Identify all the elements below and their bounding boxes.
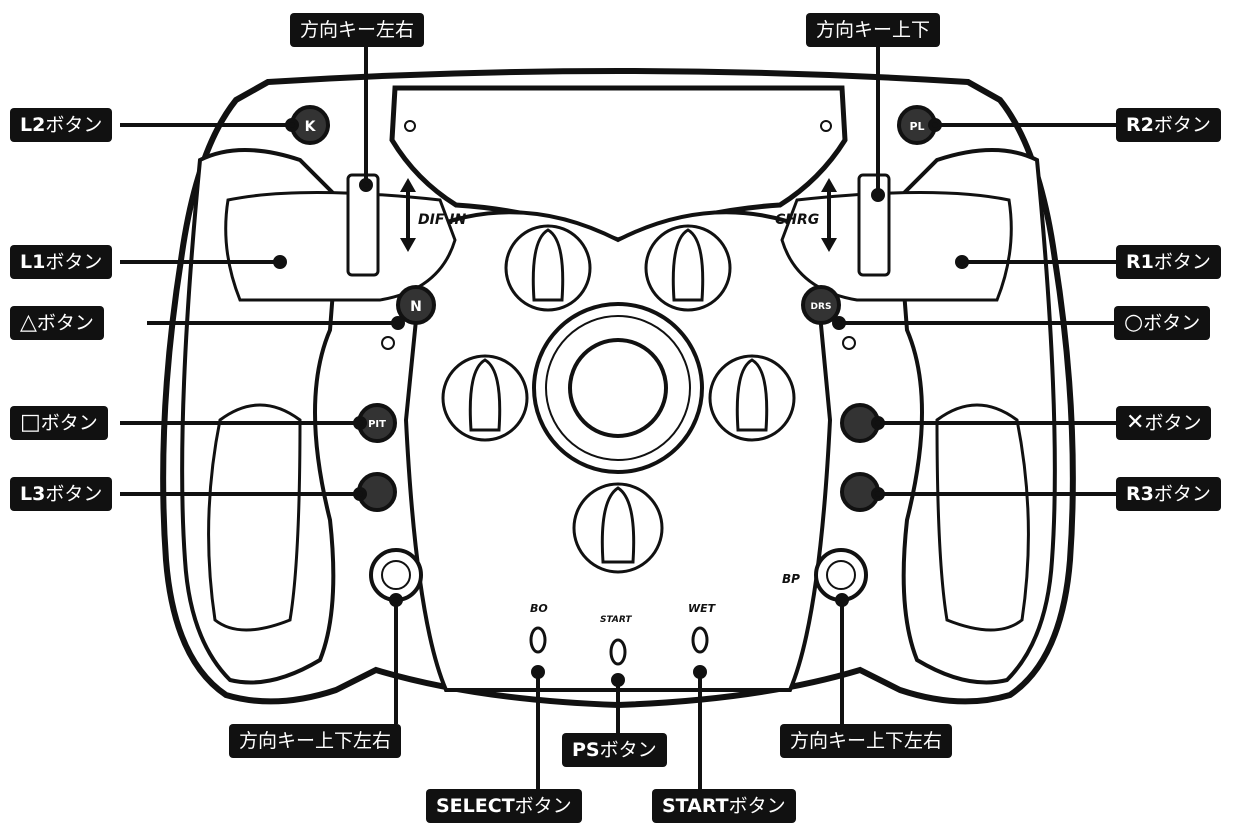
paddle-right-text: CHRG (775, 212, 819, 228)
button-n-text: N (410, 299, 422, 315)
label-l3-button: L3ボタン (10, 477, 113, 511)
bp-text: BP (782, 572, 800, 586)
rotary-knobs (441, 224, 796, 574)
cross-icon: ✕ (1126, 410, 1145, 435)
label-triangle-button: △ボタン (10, 306, 104, 340)
switch-bo-text: BO (530, 602, 548, 615)
button-drs-text: DRS (811, 302, 832, 312)
label-dpad-right: 方向キー上下左右 (780, 724, 953, 758)
label-r2-button: R2ボタン (1116, 108, 1221, 142)
button-pit-text: PIT (368, 419, 386, 430)
square-icon: □ (20, 410, 41, 435)
button-pl-text: PL (909, 120, 924, 133)
label-dpad-left-right: 方向キー左右 (290, 13, 425, 47)
label-ps-button: PSボタン (562, 733, 667, 767)
label-dpad-left: 方向キー上下左右 (229, 724, 402, 758)
leader-lines (120, 40, 1117, 794)
circle-icon: ○ (1124, 310, 1144, 335)
buttons: K PL N DRS PIT BP BO START WET (290, 105, 937, 666)
switch-wet-text: WET (688, 602, 717, 615)
label-circle-button: ○ボタン (1114, 306, 1211, 340)
paddle-left-text: DIF IN (418, 212, 466, 228)
label-r1-button: R1ボタン (1116, 245, 1221, 279)
label-l1-button: L1ボタン (10, 245, 113, 279)
label-square-button: □ボタン (10, 406, 108, 440)
switch-start-text: START (600, 615, 632, 625)
label-dpad-up-down: 方向キー上下 (806, 13, 941, 47)
triangle-icon: △ (20, 310, 37, 335)
left-paddle: DIF IN (224, 173, 466, 302)
label-r3-button: R3ボタン (1116, 477, 1221, 511)
right-paddle: CHRG (775, 173, 1013, 302)
label-select-button: SELECTボタン (426, 789, 582, 823)
label-l2-button: L2ボタン (10, 108, 113, 142)
button-k-text: K (305, 119, 317, 135)
label-start-button: STARTボタン (652, 789, 796, 823)
label-cross-button: ✕ボタン (1116, 406, 1212, 440)
